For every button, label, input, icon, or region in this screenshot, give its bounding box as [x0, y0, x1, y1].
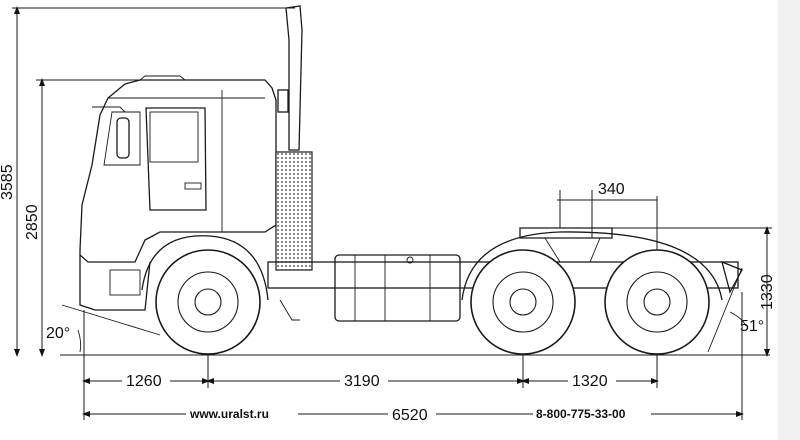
dim-rear-axle-spacing: 1320 [521, 370, 659, 390]
phone-label: 8-800-775-33-00 [536, 407, 626, 421]
svg-text:1320: 1320 [572, 373, 608, 390]
rear-wheel-1 [470, 249, 576, 355]
svg-text:3585: 3585 [0, 164, 16, 200]
dim-cab-height: 2850 [24, 78, 140, 357]
truck-tractor-dimension-drawing: 3585 2850 20° 51° 1330 340 [0, 5, 776, 424]
website-label: www.uralst.ru [189, 407, 269, 421]
dim-overall-length: www.uralst.ru 6520 8-800-775-33-00 [82, 405, 744, 424]
svg-text:1260: 1260 [126, 373, 162, 390]
svg-text:6520: 6520 [392, 407, 428, 424]
svg-text:51°: 51° [740, 318, 764, 335]
right-margin-strip [778, 0, 800, 440]
cab-outline [79, 79, 277, 263]
fifth-wheel [519, 227, 613, 239]
cab-window [149, 111, 199, 163]
dim-wheelbase: 3190 [206, 370, 525, 390]
dim-overall-height: 3585 [0, 6, 295, 357]
dim-front-overhang: 1260 [82, 370, 210, 390]
dim-fifth-wheel-height: 1330 [612, 226, 776, 357]
front-wheel [155, 249, 261, 355]
front-bumper [79, 255, 151, 311]
svg-text:340: 340 [598, 181, 625, 198]
cab-door [145, 107, 207, 211]
air-filter [275, 151, 313, 271]
approach-angle: 20° [46, 304, 161, 353]
svg-text:1330: 1330 [759, 274, 776, 310]
svg-text:2850: 2850 [24, 204, 41, 240]
rear-wheel-2 [604, 249, 710, 355]
dim-fifth-wheel-offset: 340 [557, 181, 658, 250]
rear-fender [461, 231, 723, 301]
departure-angle: 51° [707, 267, 764, 353]
fuel-tank [334, 254, 461, 322]
svg-text:20°: 20° [46, 325, 70, 342]
side-mirror [116, 117, 130, 159]
exhaust-stack [285, 5, 303, 151]
svg-text:3190: 3190 [344, 373, 380, 390]
